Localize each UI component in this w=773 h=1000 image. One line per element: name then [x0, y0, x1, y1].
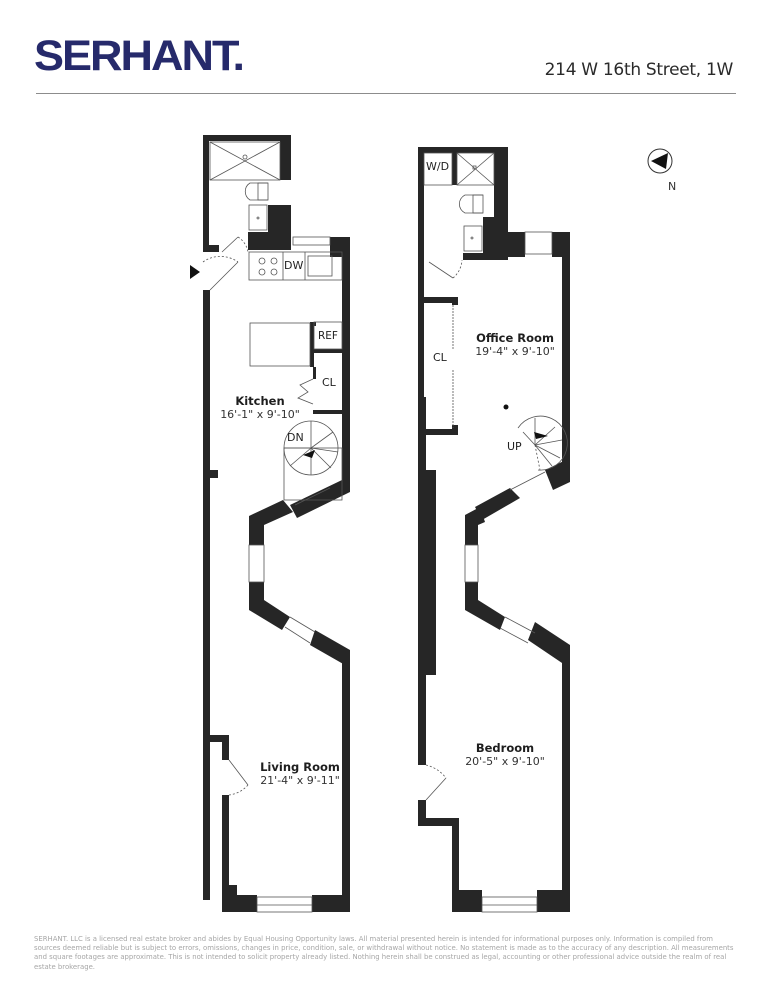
- room-dimensions: 20'-5" x 9'-10": [465, 755, 545, 768]
- room-dimensions: 19'-4" x 9'-10": [475, 345, 555, 358]
- property-address: 214 W 16th Street, 1W: [544, 60, 734, 80]
- stairs-up-label: UP: [507, 440, 522, 453]
- room-dimensions: 16'-1" x 9'-10": [220, 408, 300, 421]
- room-kitchen: Kitchen 16'-1" x 9'-10": [210, 394, 310, 421]
- room-dimensions: 21'-4" x 9'-11": [260, 774, 340, 787]
- header-divider: [36, 93, 736, 94]
- washer-dryer-label: W/D: [426, 160, 450, 173]
- room-bedroom: Bedroom 20'-5" x 9'-10": [450, 741, 560, 768]
- north-arrow-icon: [647, 148, 673, 174]
- brand-logo: SERHANT.: [34, 31, 245, 80]
- north-label: N: [668, 180, 677, 193]
- room-name: Office Room: [476, 331, 554, 345]
- closet-label-lower: CL: [322, 376, 336, 389]
- room-name: Kitchen: [235, 394, 285, 408]
- lower-level-walls: [203, 135, 350, 912]
- stairs-down-label: DN: [287, 431, 304, 444]
- dishwasher-label: DW: [284, 259, 304, 272]
- room-office: Office Room 19'-4" x 9'-10": [460, 331, 570, 358]
- refrigerator-label: REF: [318, 330, 338, 342]
- room-name: Living Room: [260, 760, 340, 774]
- upper-level-walls: [418, 147, 570, 912]
- room-name: Bedroom: [475, 741, 535, 755]
- entry-arrow-icon: [190, 265, 200, 279]
- legal-disclaimer: SERHANT. LLC is a licensed real estate b…: [34, 935, 734, 971]
- room-living-room: Living Room 21'-4" x 9'-11": [245, 760, 355, 787]
- closet-label-upper: CL: [433, 351, 447, 364]
